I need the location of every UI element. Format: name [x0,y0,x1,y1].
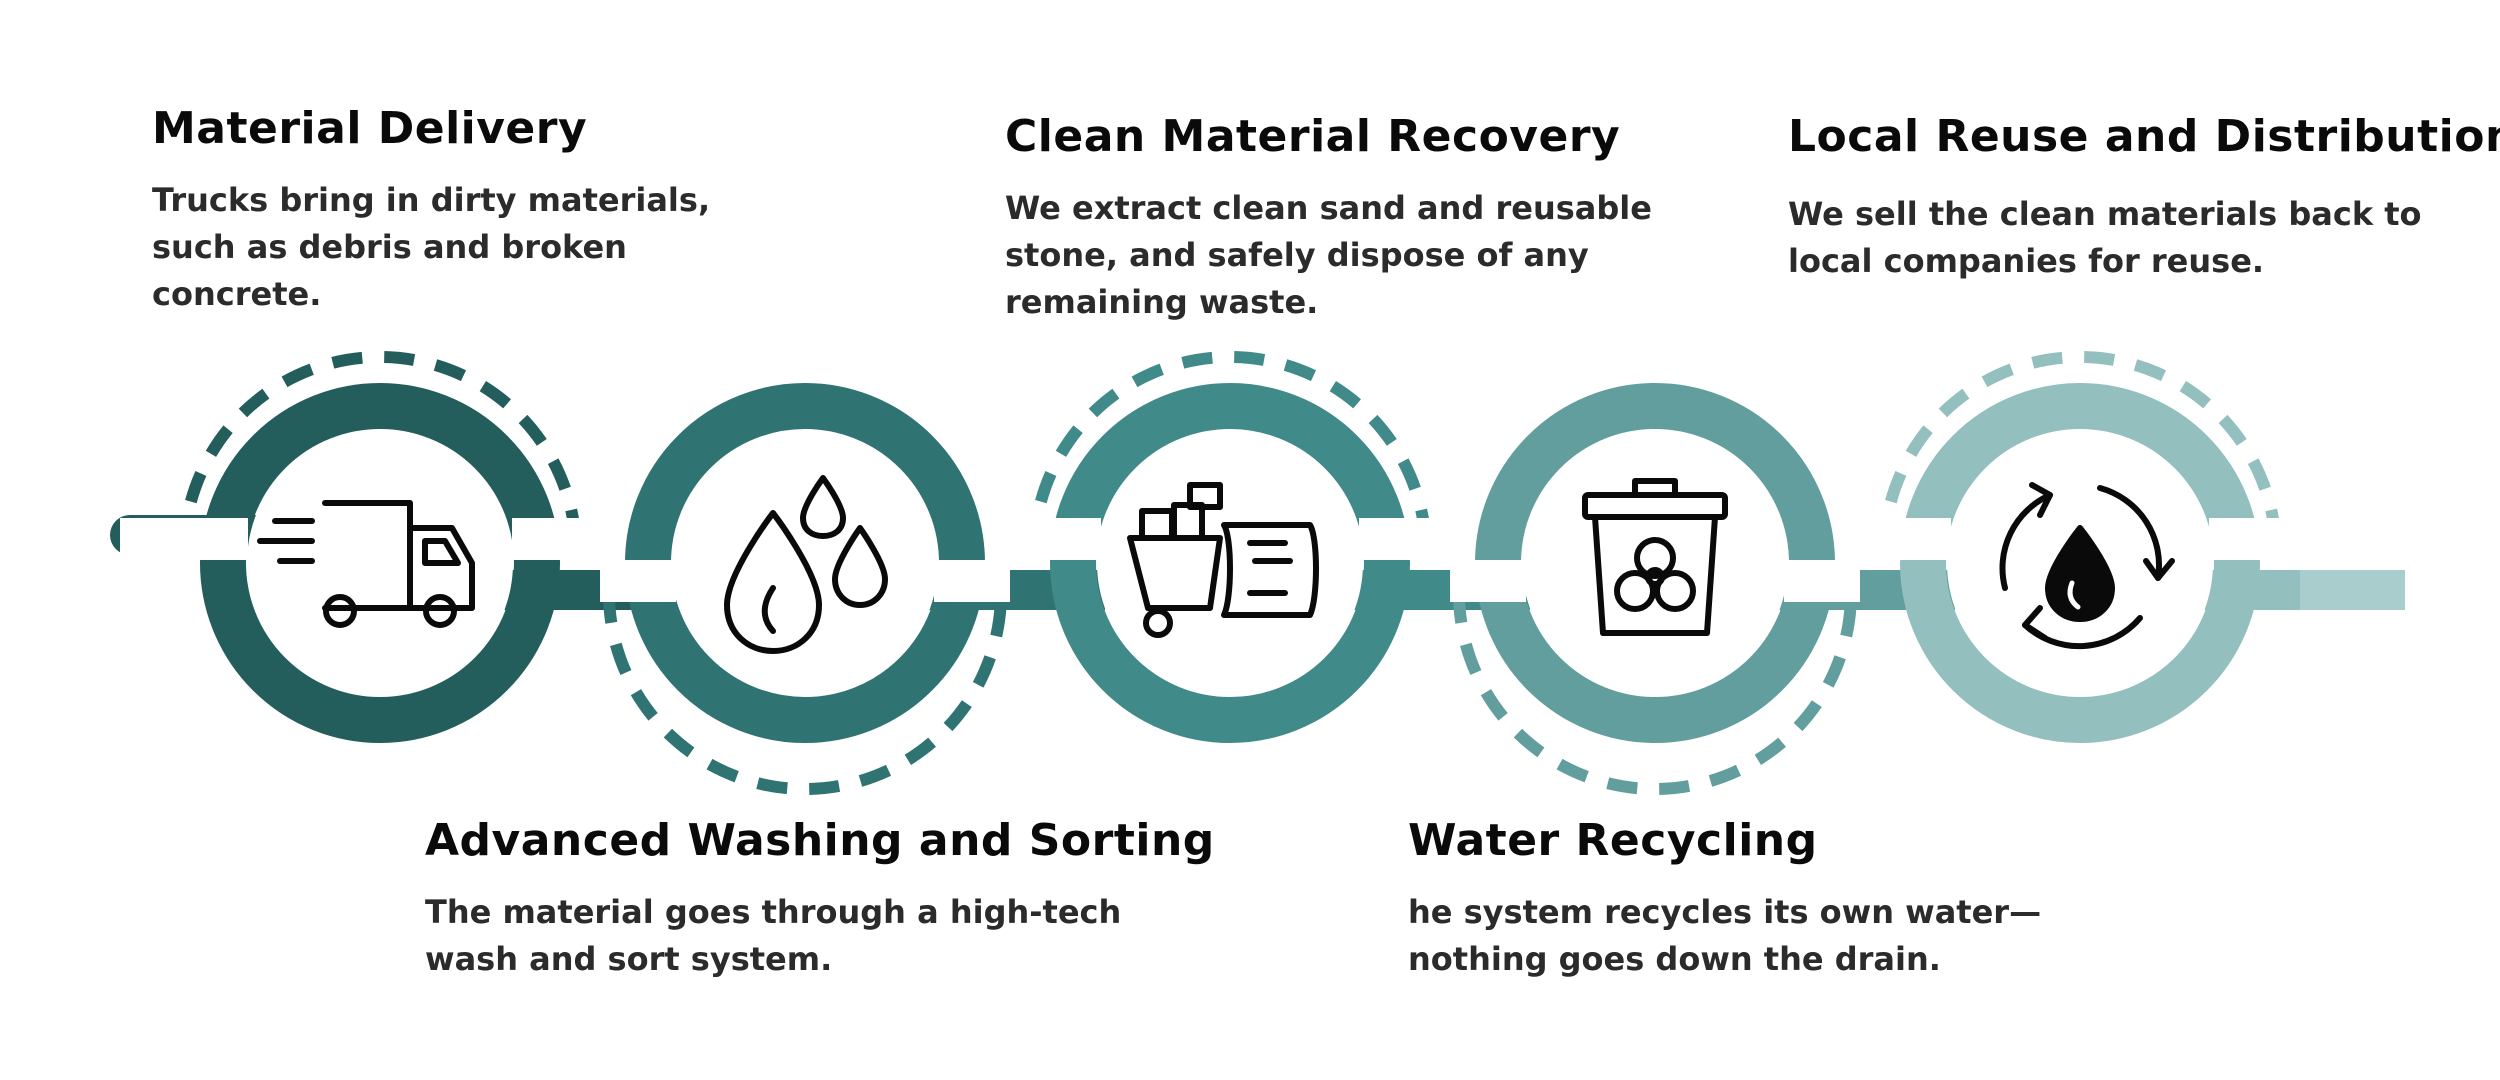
step-reuse: Local Reuse and Distribution We sell the… [1788,111,2500,285]
step-ring-recycling [1450,383,1860,795]
step-description-recycling: he system recycles its own water—nothing… [1408,892,2042,978]
biohazard-bin-icon [1582,478,1728,636]
dashed-arc-washing [603,592,1007,795]
step-description-recovery: We extract clean sand and reusable stone… [1005,188,1652,321]
water-drops-icon [724,475,888,654]
step-description-washing: The material goes through a high-tech wa… [425,892,1122,978]
step-ring-reuse [1875,351,2285,743]
step-recycling: Water Recycling he system recycles its o… [1408,815,2068,983]
step-description-reuse: We sell the clean materials back to loca… [1788,194,2422,280]
connector-tail [2300,570,2405,610]
delivery-truck-icon [257,500,475,628]
dashed-arc-delivery [178,351,582,554]
step-ring-washing [600,383,1010,795]
step-title-delivery: Material Delivery [152,103,588,154]
dashed-arc-reuse [1878,351,2282,554]
cart-and-sack-icon [1127,482,1319,638]
step-ring-delivery [120,351,588,743]
water-recycle-icon [1999,482,2175,650]
step-title-recycling: Water Recycling [1408,815,1818,866]
step-washing: Advanced Washing and Sorting The materia… [425,815,1215,983]
step-title-recovery: Clean Material Recovery [1005,111,1621,162]
dashed-arc-recovery [1028,351,1432,554]
step-delivery: Material Delivery Trucks bring in dirty … [152,103,712,318]
step-recovery: Clean Material Recovery We extract clean… [1005,111,1705,326]
step-title-reuse: Local Reuse and Distribution [1788,111,2500,162]
step-description-delivery: Trucks bring in dirty materials, such as… [152,180,711,313]
dashed-arc-recycling [1453,592,1857,795]
step-title-washing: Advanced Washing and Sorting [425,815,1215,866]
